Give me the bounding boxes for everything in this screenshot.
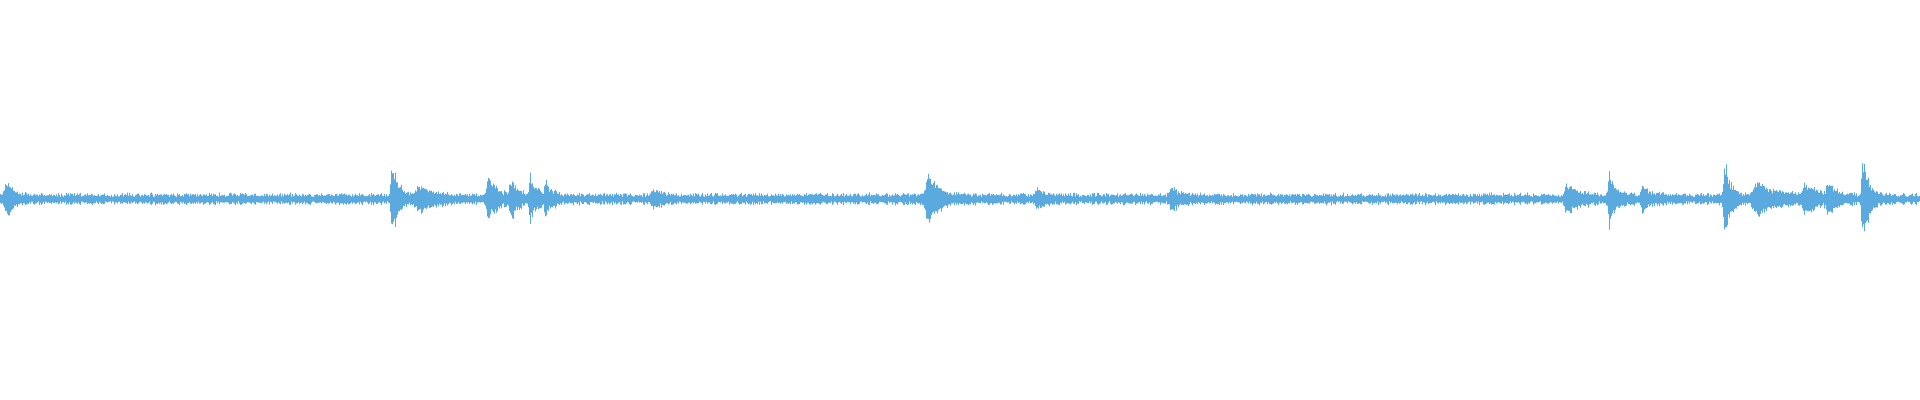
waveform-trace xyxy=(0,163,1920,232)
